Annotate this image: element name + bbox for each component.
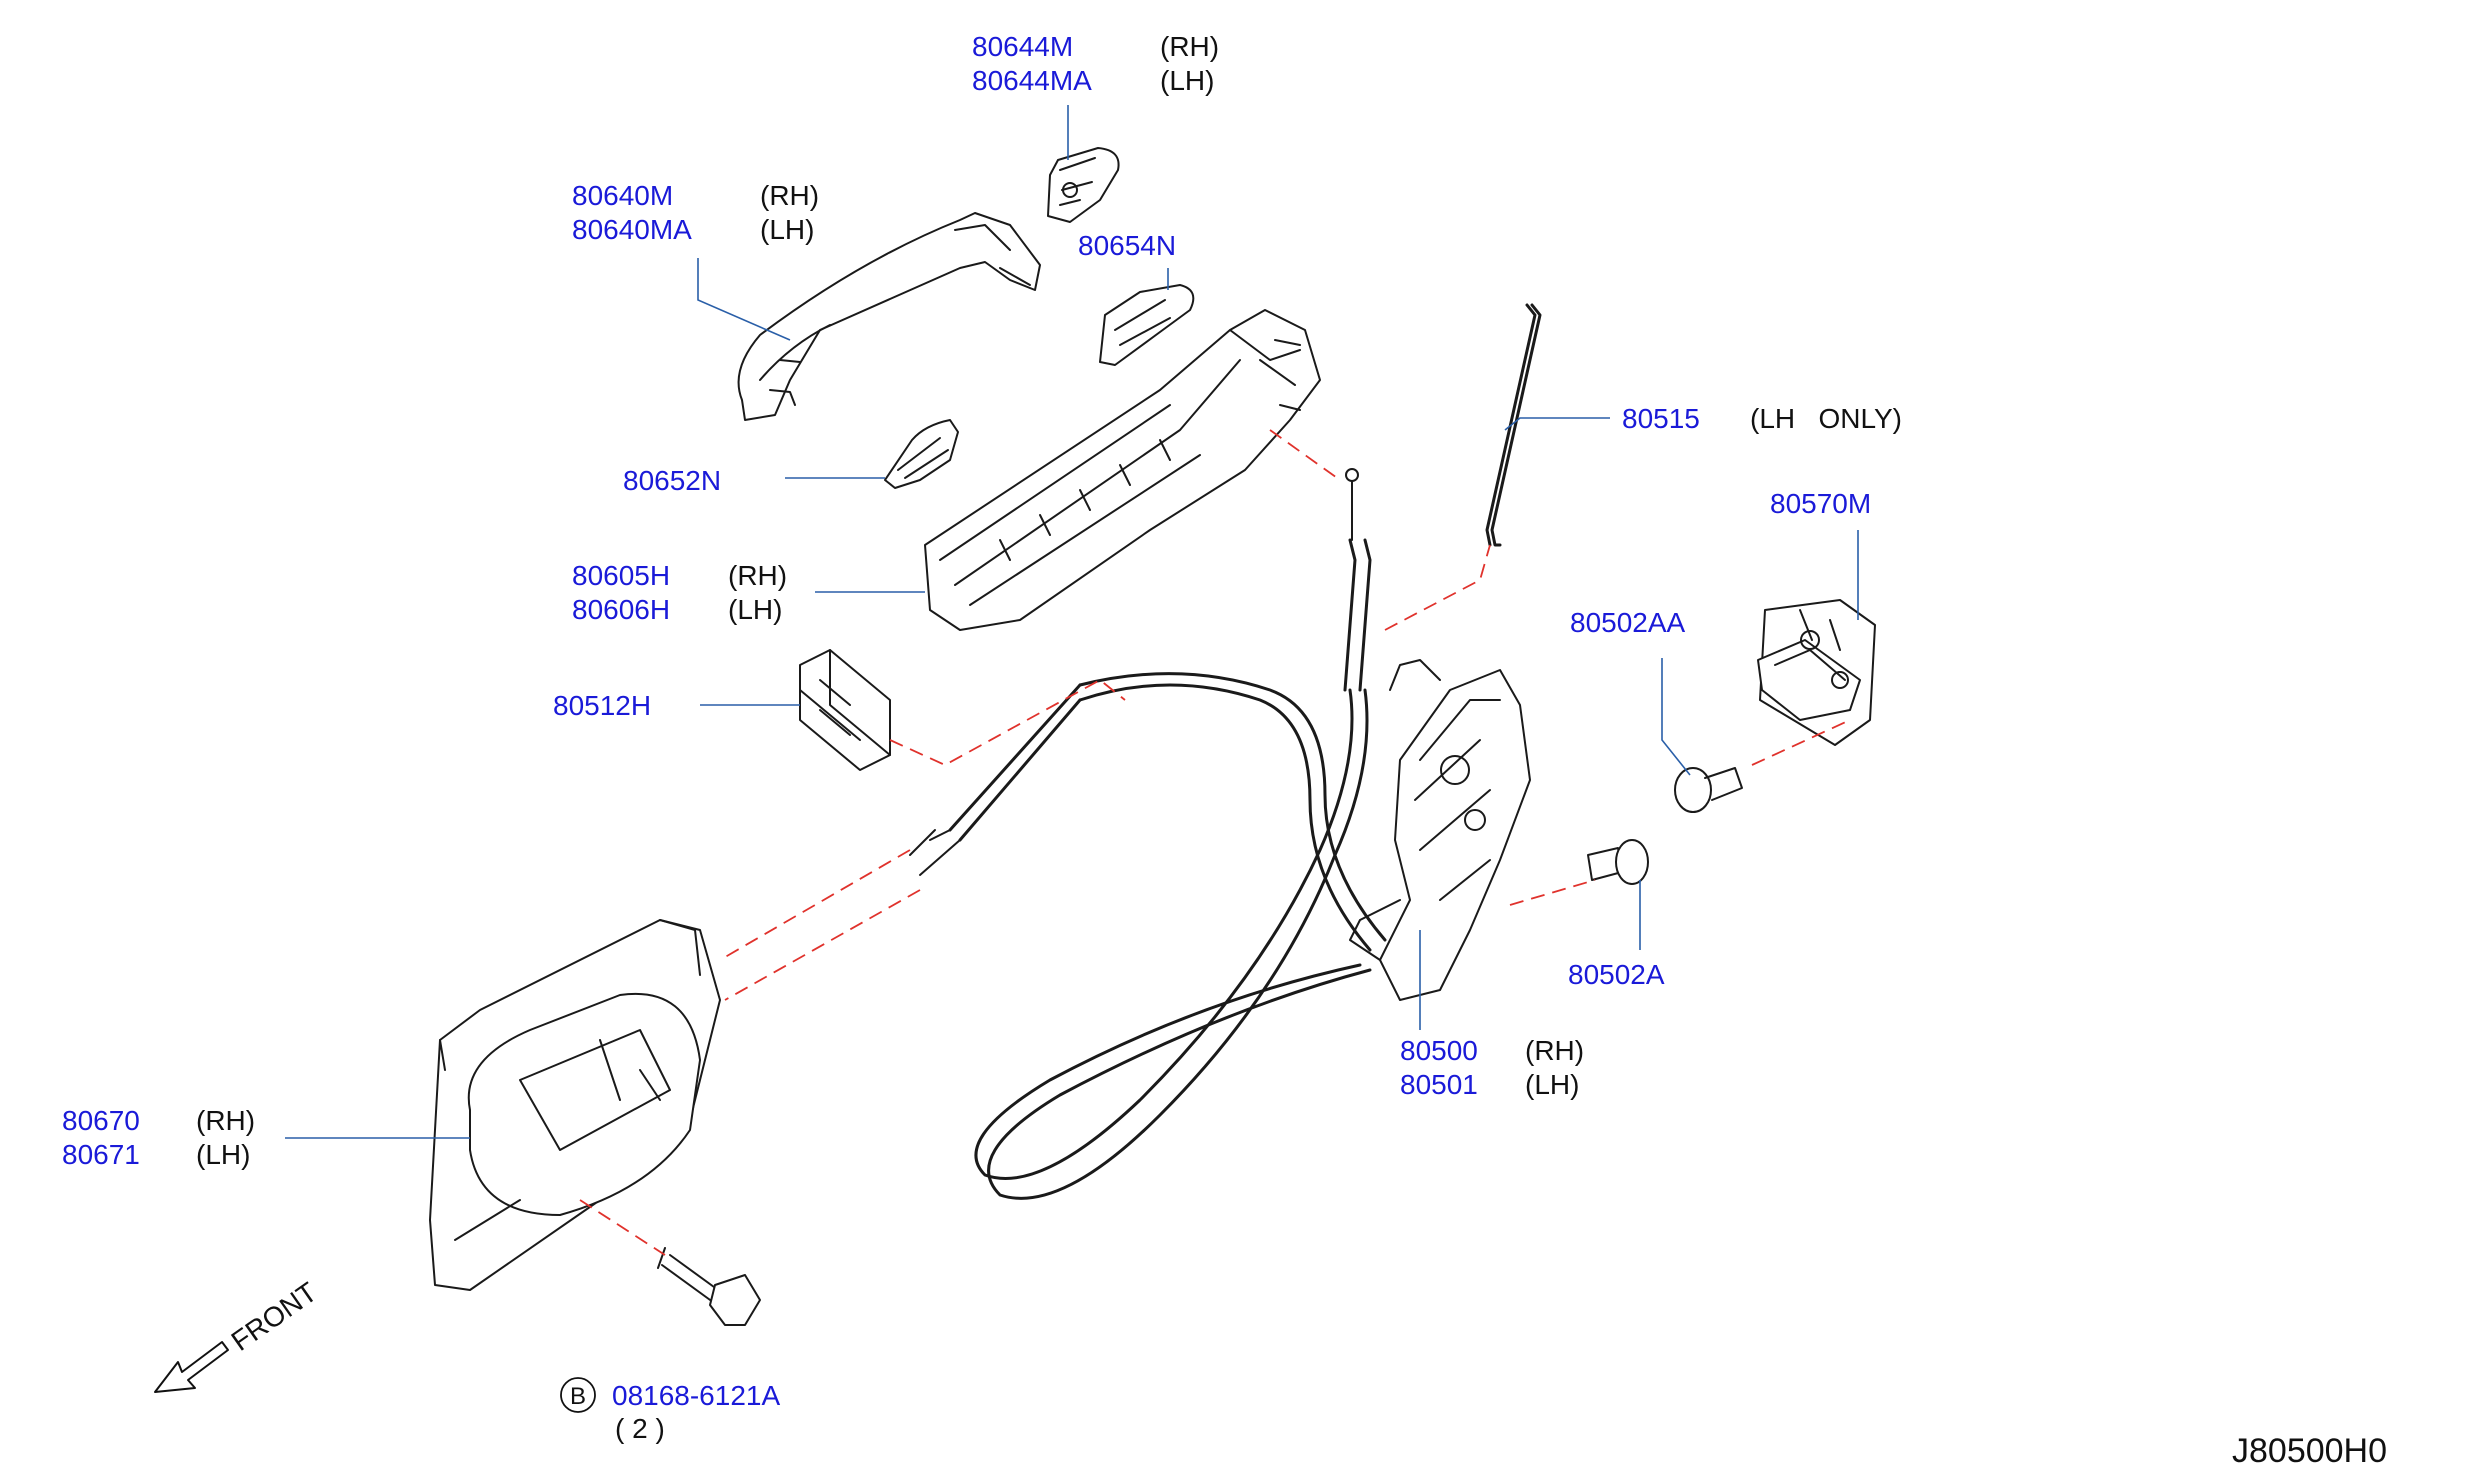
- variant-lh: (LH): [760, 214, 814, 245]
- variant-rh: (RH): [1160, 31, 1219, 62]
- variant-lh: (LH): [1525, 1069, 1579, 1100]
- variant-rh: (RH): [760, 180, 819, 211]
- inside-handle-part-80670: [429, 919, 721, 1291]
- lock-rod-part-80515: [1485, 303, 1542, 547]
- callout-80640: 80640M (RH) 80640MA (LH): [572, 180, 819, 245]
- bolt-part-80502A: [1587, 839, 1649, 885]
- escutcheon-part-80644: [1047, 147, 1120, 223]
- part-number-80644MA[interactable]: 80644MA: [972, 65, 1092, 96]
- front-label: FRONT: [226, 1276, 323, 1357]
- diagram-code: J80500H0: [2232, 1432, 2387, 1470]
- leader-lines: [285, 105, 1859, 1139]
- variant-rh: (RH): [728, 560, 787, 591]
- part-number-80500[interactable]: 80500: [1400, 1035, 1478, 1066]
- part-number-80501[interactable]: 80501: [1400, 1069, 1478, 1100]
- callout-80515: 80515 (LH ONLY): [1622, 403, 1902, 434]
- part-number-80502A[interactable]: 80502A: [1568, 959, 1665, 990]
- callout-80644: 80644M (RH) 80644MA (LH): [972, 31, 1219, 96]
- lh-only-note: (LH ONLY): [1750, 403, 1902, 434]
- front-arrow-icon: [154, 1341, 229, 1393]
- part-number-08168-6121A[interactable]: 08168-6121A: [612, 1380, 780, 1411]
- part-number-80644M[interactable]: 80644M: [972, 31, 1073, 62]
- gasket-part-80652: [884, 419, 959, 489]
- part-number-80640MA[interactable]: 80640MA: [572, 214, 692, 245]
- part-number-80652N[interactable]: 80652N: [623, 465, 721, 496]
- front-indicator: FRONT: [154, 1276, 323, 1393]
- part-number-80670[interactable]: 80670: [62, 1105, 140, 1136]
- cable-clip-part-80512: [799, 649, 891, 771]
- variant-rh: (RH): [196, 1105, 255, 1136]
- variant-rh: (RH): [1525, 1035, 1584, 1066]
- part-number-80606H[interactable]: 80606H: [572, 594, 670, 625]
- callout-80670: 80670 (RH) 80671 (LH): [62, 1105, 255, 1170]
- door-lock-actuator-part-80500: [1349, 659, 1531, 1001]
- gasket-part-80654: [1099, 284, 1195, 366]
- striker-part-80570: [1757, 599, 1876, 746]
- part-number-80605H[interactable]: 80605H: [572, 560, 670, 591]
- outside-handle-part-80640: [737, 212, 1041, 421]
- callout-08168: B 08168-6121A ( 2 ): [560, 1377, 780, 1444]
- callout-80500: 80500 (RH) 80501 (LH): [1400, 1035, 1584, 1100]
- b-badge-circle: [560, 1377, 596, 1413]
- part-number-80570M[interactable]: 80570M: [1770, 488, 1871, 519]
- variant-lh: (LH): [1160, 65, 1214, 96]
- quantity-note: ( 2 ): [615, 1413, 665, 1444]
- variant-lh: (LH): [728, 594, 782, 625]
- part-number-80502AA[interactable]: 80502AA: [1570, 607, 1686, 638]
- relation-lines: [579, 429, 1851, 1256]
- variant-lh: (LH): [196, 1139, 250, 1170]
- bolt-part-80502AA: [1674, 767, 1743, 813]
- bolt-part-08168: [657, 1247, 761, 1326]
- part-number-80515[interactable]: 80515: [1622, 403, 1700, 434]
- b-badge-letter: B: [570, 1383, 586, 1410]
- callout-80605: 80605H (RH) 80606H (LH): [572, 560, 787, 625]
- part-number-80654N[interactable]: 80654N: [1078, 230, 1176, 261]
- handle-frame-part-80605: [924, 309, 1321, 631]
- part-number-80640M[interactable]: 80640M: [572, 180, 673, 211]
- part-number-80512H[interactable]: 80512H: [553, 690, 651, 721]
- cable-assembly: [909, 468, 1387, 1200]
- part-number-80671[interactable]: 80671: [62, 1139, 140, 1170]
